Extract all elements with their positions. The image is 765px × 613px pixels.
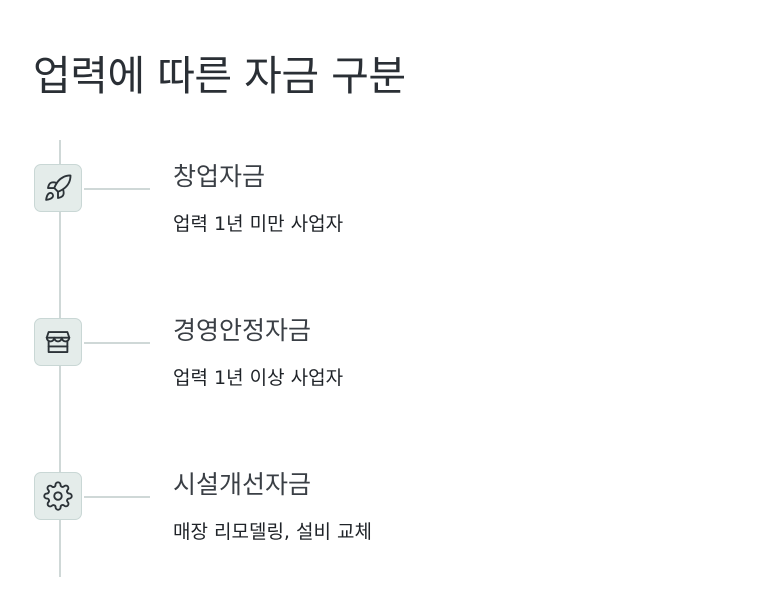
icon-box — [34, 318, 82, 366]
entry-description: 매장 리모델링, 설비 교체 — [173, 521, 372, 543]
icon-box — [34, 164, 82, 212]
entry-description: 업력 1년 미만 사업자 — [173, 213, 344, 235]
entry-title: 경영안정자금 — [173, 316, 312, 345]
storefront-icon — [45, 331, 71, 353]
timeline-entry-facility-improvement-fund: 시설개선자금 매장 리모델링, 설비 교체 — [0, 469, 765, 549]
timeline-connector — [84, 496, 150, 498]
timeline-entry-startup-fund: 창업자금 업력 1년 미만 사업자 — [0, 161, 765, 241]
timeline-connector — [84, 342, 150, 344]
timeline-connector — [84, 188, 150, 190]
icon-box — [34, 472, 82, 520]
timeline-entry-management-stability-fund: 경영안정자금 업력 1년 이상 사업자 — [0, 315, 765, 395]
entry-title: 창업자금 — [173, 162, 266, 191]
page-title: 업력에 따른 자금 구분 — [33, 52, 406, 100]
entry-title: 시설개선자금 — [173, 470, 312, 499]
gear-icon — [43, 481, 73, 511]
entry-description: 업력 1년 이상 사업자 — [173, 367, 344, 389]
rocket-icon — [45, 174, 72, 201]
